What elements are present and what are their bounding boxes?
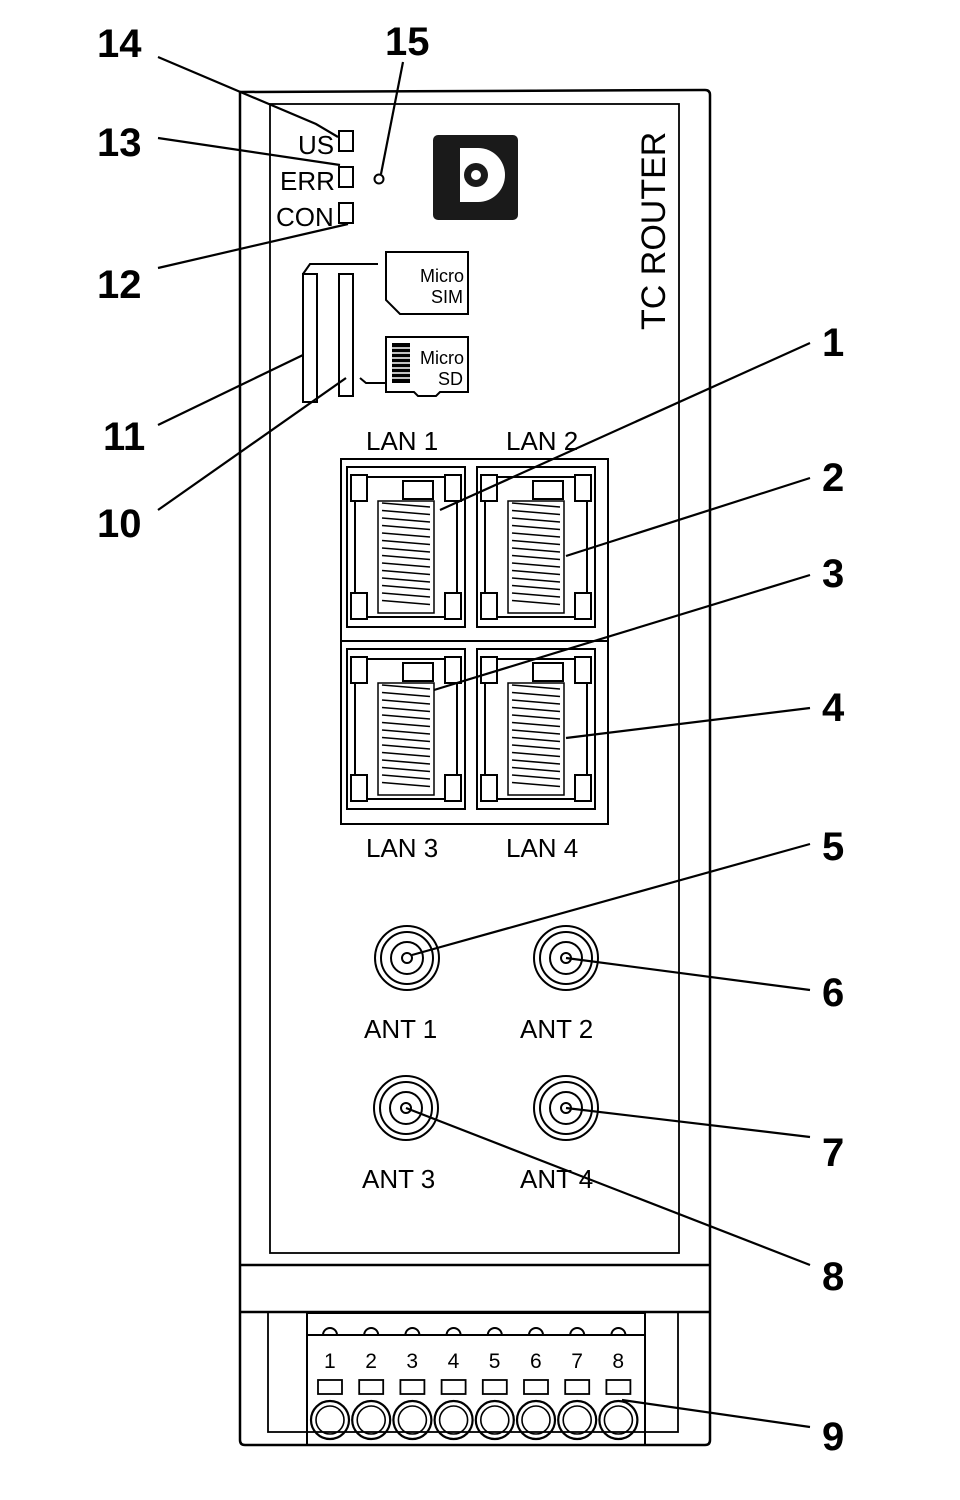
antenna-connector-2-icon xyxy=(533,925,599,991)
terminal-8: 8 xyxy=(598,1327,639,1441)
lan1-label: LAN 1 xyxy=(366,426,438,456)
callout-2: 2 xyxy=(822,456,844,500)
terminal-block xyxy=(306,1312,646,1446)
antenna-connector-1-icon xyxy=(374,925,440,991)
ant4-label: ANT 4 xyxy=(520,1164,593,1194)
micro-sim-card-icon: Micro SIM xyxy=(385,251,469,315)
terminal-screw-icon xyxy=(351,1399,392,1441)
callout-7: 7 xyxy=(822,1131,844,1175)
terminal-number: 3 xyxy=(406,1350,418,1373)
terminal-number: 5 xyxy=(489,1350,501,1373)
led-group: US ERR CON xyxy=(276,130,385,232)
ant2-label: ANT 2 xyxy=(520,1014,593,1044)
antenna-connector-4-icon xyxy=(533,1075,599,1141)
terminal-screw-icon xyxy=(433,1399,474,1441)
callout-14: 14 xyxy=(97,22,142,66)
device-title: TC ROUTER xyxy=(635,132,673,330)
callout-13: 13 xyxy=(97,121,142,165)
reset-button-icon xyxy=(373,173,385,185)
terminal-number: 6 xyxy=(530,1350,542,1373)
micro-sd-card-icon: Micro SD xyxy=(385,336,469,397)
card-slots xyxy=(302,263,386,403)
antenna-connector-3-icon xyxy=(373,1075,439,1141)
terminal-screw-icon xyxy=(392,1399,433,1441)
sd-slot-icon xyxy=(338,273,354,397)
lan-port-block xyxy=(340,458,609,825)
led-label-con: CON xyxy=(276,202,334,232)
terminal-number: 8 xyxy=(612,1350,624,1373)
lan-port-1-icon xyxy=(346,466,466,628)
lan-port-4-icon xyxy=(476,648,596,810)
led-us-icon xyxy=(338,130,354,152)
terminal-number: 7 xyxy=(571,1350,583,1373)
led-label-us: US xyxy=(298,130,334,160)
svg-text:SIM: SIM xyxy=(431,287,463,307)
terminal-4: 4 xyxy=(433,1327,474,1441)
sim-slot-icon xyxy=(302,273,318,403)
ant1-label: ANT 1 xyxy=(364,1014,437,1044)
lan4-label: LAN 4 xyxy=(506,833,578,863)
svg-text:SD: SD xyxy=(438,369,463,389)
callout-12: 12 xyxy=(97,263,142,307)
callout-9: 9 xyxy=(822,1415,844,1459)
svg-text:Micro: Micro xyxy=(420,348,464,368)
terminal-number: 2 xyxy=(365,1350,377,1373)
terminal-screw-icon xyxy=(309,1399,351,1441)
led-label-err: ERR xyxy=(280,166,335,196)
terminal-number: 4 xyxy=(448,1350,460,1373)
terminal-2: 2 xyxy=(351,1327,392,1441)
lan-port-2-icon xyxy=(476,466,596,628)
callout-1: 1 xyxy=(822,321,844,365)
callout-11: 11 xyxy=(103,415,145,459)
callout-numbers: 1 2 3 4 5 6 7 8 9 10 11 12 13 14 15 xyxy=(97,20,845,1459)
svg-text:Micro: Micro xyxy=(420,266,464,286)
callout-8: 8 xyxy=(822,1255,844,1299)
lan3-label: LAN 3 xyxy=(366,833,438,863)
callout-5: 5 xyxy=(822,825,844,869)
led-con-icon xyxy=(338,202,354,224)
callout-10: 10 xyxy=(97,502,142,546)
terminal-screw-icon xyxy=(515,1399,557,1441)
terminal-screw-icon xyxy=(474,1399,515,1441)
lan2-label: LAN 2 xyxy=(506,426,578,456)
callout-3: 3 xyxy=(822,552,844,596)
terminal-1: 1 xyxy=(309,1327,351,1441)
callout-6: 6 xyxy=(822,971,844,1015)
lan-port-3-icon xyxy=(346,648,466,810)
led-err-icon xyxy=(338,166,354,188)
terminal-3: 3 xyxy=(392,1327,433,1441)
terminal-screw-icon xyxy=(557,1399,598,1441)
terminal-screw-icon xyxy=(598,1399,639,1441)
leader-lines xyxy=(157,55,811,1429)
callout-4: 4 xyxy=(822,686,845,730)
terminal-number: 1 xyxy=(324,1350,336,1373)
ant3-label: ANT 3 xyxy=(362,1164,435,1194)
brand-logo-icon xyxy=(433,135,518,220)
terminal-7: 7 xyxy=(557,1327,598,1441)
terminal-6: 6 xyxy=(515,1327,557,1441)
terminal-5: 5 xyxy=(474,1327,515,1441)
callout-15: 15 xyxy=(385,20,430,64)
